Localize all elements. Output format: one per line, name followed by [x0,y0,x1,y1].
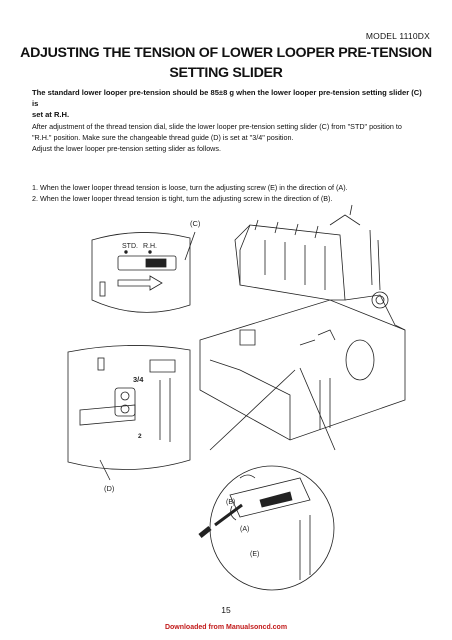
slider-inset: STD. R.H. (C) [91,219,201,313]
label-e: (E) [250,551,259,558]
label-c: (C) [190,219,201,228]
paragraph-line-1: After adjustment of the thread tension d… [32,122,402,131]
paragraph-line-2: "R.H." position. Make sure the changeabl… [32,133,294,142]
download-link[interactable]: Downloaded from Manualsoncd.com [164,624,288,631]
thread-guide-inset: 3/4 2 (D) [67,345,191,493]
intro-line-1: The standard lower looper pre-tension sh… [32,88,422,108]
adjusting-screw-inset: (B) (A) (E) [198,367,336,591]
label-b: (B) [226,499,235,506]
label-std: STD. [122,243,138,250]
title-line-1: ADJUSTING THE TENSION OF LOWER LOOPER PR… [20,45,432,61]
label-two: 2 [138,433,142,440]
label-rh: R.H. [143,243,157,250]
model-label: MODEL 1110DX [365,31,430,41]
page-number: 15 [221,605,231,615]
instruction-paragraph: After adjustment of the thread tension d… [32,121,428,154]
label-a: (A) [240,526,249,533]
step-1: 1. When the lower looper thread tension … [32,183,348,192]
page-title: ADJUSTING THE TENSION OF LOWER LOOPER PR… [20,43,432,83]
intro-line-2: set at R.H. [32,110,70,119]
label-three-quarter: 3/4 [133,375,144,384]
label-d: (D) [104,484,115,493]
intro-text: The standard lower looper pre-tension sh… [32,87,428,120]
title-line-2: SETTING SLIDER [169,65,283,81]
machine-body [199,204,406,441]
step-2: 2. When the lower looper thread tension … [32,194,333,203]
paragraph-line-3: Adjust the lower looper pre-tension sett… [32,144,221,153]
steps-list: 1. When the lower looper thread tension … [32,182,428,204]
